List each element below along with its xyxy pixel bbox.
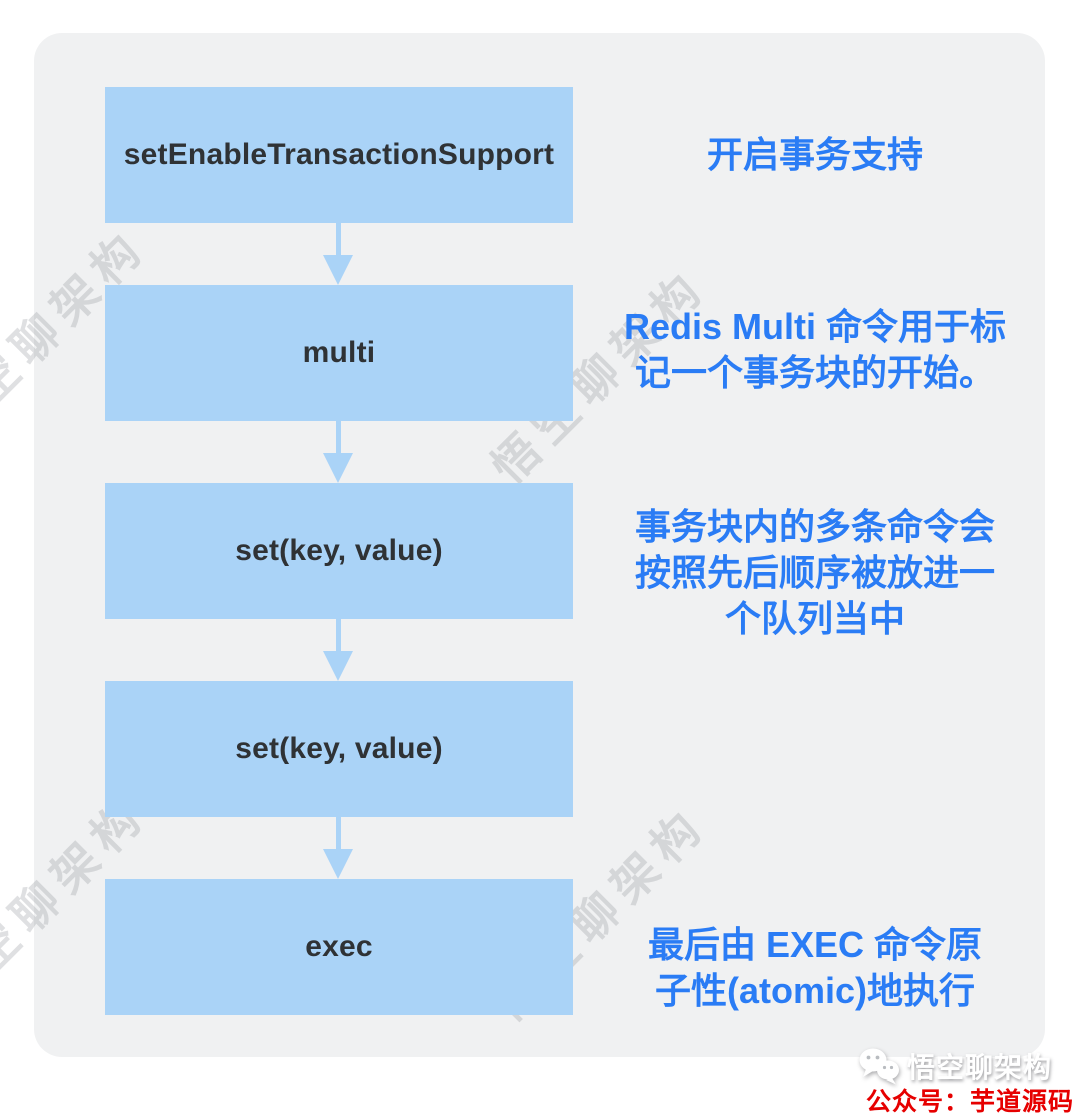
annotation-queue: 事务块内的多条命令会 按照先后顺序被放进一 个队列当中	[570, 504, 1060, 642]
flow-node-label: set(key, value)	[235, 534, 443, 567]
flow-node-multi: multi	[105, 285, 573, 421]
annotation-line: 事务块内的多条命令会	[634, 506, 995, 547]
flow-node-set-key-value-1: set(key, value)	[105, 483, 573, 619]
annotation-line: Redis Multi 命令用于标	[623, 306, 1006, 347]
arrow-head	[323, 651, 353, 681]
arrow-stem	[335, 421, 341, 453]
annotation-line: 最后由 EXEC 命令原	[647, 924, 983, 965]
arrow-head	[323, 453, 353, 483]
arrow-stem	[335, 817, 341, 849]
brand-footer: 悟空聊架构	[858, 1046, 1052, 1086]
brand-name: 悟空聊架构	[907, 1052, 1053, 1083]
annotation-multi: Redis Multi 命令用于标 记一个事务块的开始。	[570, 304, 1060, 396]
flow-node-label: setEnableTransactionSupport	[123, 138, 555, 171]
annotation-line: 个队列当中	[724, 598, 905, 639]
flow-node-exec: exec	[105, 879, 573, 1015]
annotation-exec: 最后由 EXEC 命令原 子性(atomic)地执行	[570, 922, 1060, 1014]
down-arrow-icon	[323, 223, 353, 285]
arrow-head	[323, 255, 353, 285]
flow-node-label: multi	[302, 336, 376, 369]
wechat-account-line: 公众号：芋道源码	[865, 1089, 1074, 1116]
down-arrow-icon	[323, 421, 353, 483]
annotation-enable-transaction: 开启事务支持	[570, 132, 1060, 178]
flow-node-set-enable-transaction-support: setEnableTransactionSupport	[105, 87, 573, 223]
annotation-line: 子性(atomic)地执行	[654, 970, 975, 1011]
annotation-line: 开启事务支持	[706, 134, 923, 175]
arrow-head	[323, 849, 353, 879]
arrow-stem	[335, 223, 341, 255]
annotation-line: 记一个事务块的开始。	[634, 352, 995, 393]
arrow-stem	[335, 619, 341, 651]
down-arrow-icon	[323, 619, 353, 681]
flow-node-set-key-value-2: set(key, value)	[105, 681, 573, 817]
flow-node-label: exec	[305, 930, 373, 963]
flow-node-label: set(key, value)	[235, 732, 443, 765]
down-arrow-icon	[323, 817, 353, 879]
annotation-line: 按照先后顺序被放进一	[634, 552, 995, 593]
wechat-icon	[859, 1048, 899, 1085]
